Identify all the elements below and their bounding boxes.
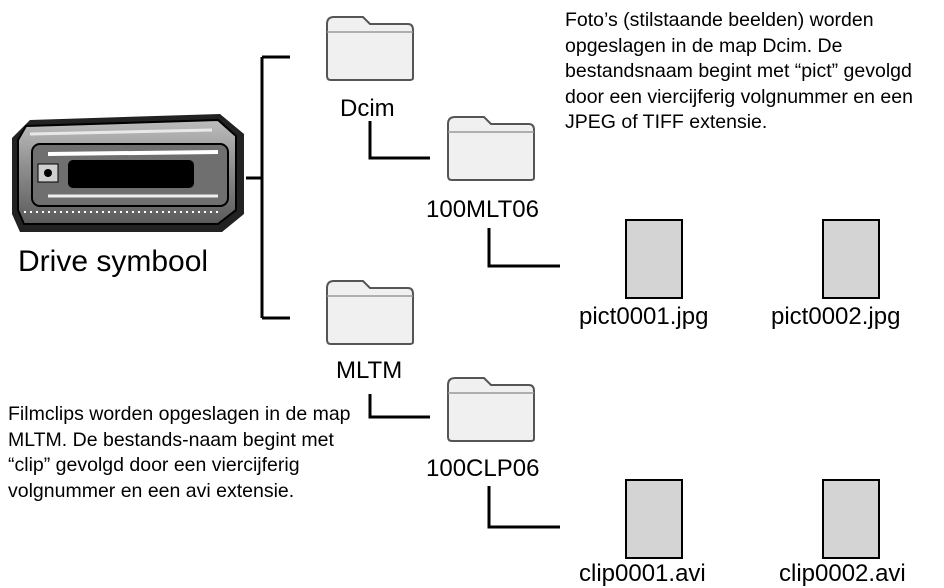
file-icon (625, 479, 683, 559)
file-label-clip0001: clip0001.avi (579, 560, 706, 587)
photos-note: Foto’s (stilstaande beelden) worden opge… (565, 9, 913, 133)
drive-label: Drive symbool (18, 245, 209, 278)
folder-label-mltm: MLTM (336, 357, 403, 384)
drive-icon (8, 110, 248, 236)
folder-label-100clp06: 100CLP06 (426, 455, 540, 482)
folder-icon (326, 16, 414, 81)
folder-icon (326, 280, 414, 345)
file-icon (625, 219, 683, 299)
folder-icon (447, 116, 535, 181)
clips-note: Filmclips worden opgeslagen in de map ML… (8, 403, 351, 502)
file-label-clip0002: clip0002.avi (779, 560, 906, 587)
folder-label-100mlt06: 100MLT06 (426, 196, 539, 223)
file-icon (822, 479, 880, 559)
folder-label-dcim: Dcim (340, 95, 395, 122)
file-label-pict0001: pict0001.jpg (579, 303, 709, 330)
file-label-pict0002: pict0002.jpg (771, 303, 901, 330)
file-icon (822, 219, 880, 299)
folder-icon (447, 377, 535, 442)
